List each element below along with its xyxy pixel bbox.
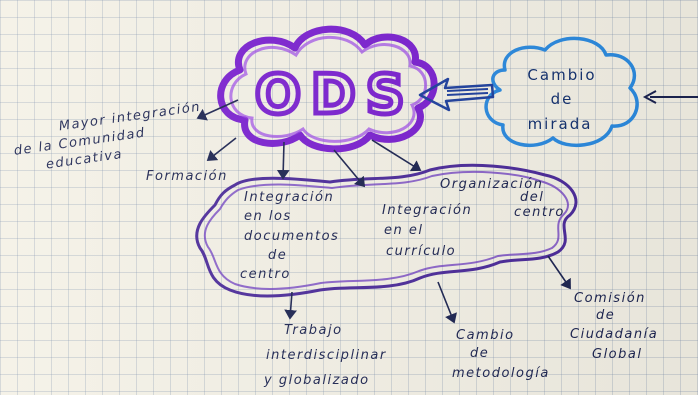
lower-cloud	[195, 163, 578, 298]
svg-text:Integración: Integración	[382, 203, 472, 218]
label-mayor: Mayor integración de la Comunidad educat…	[13, 100, 202, 173]
incoming-arrow-icon	[642, 90, 698, 104]
blue-line-1: Cambio	[527, 66, 596, 84]
svg-text:y globalizado: y globalizado	[263, 373, 370, 388]
svg-text:centro: centro	[514, 205, 565, 220]
svg-text:interdisciplinar: interdisciplinar	[266, 348, 387, 363]
label-integ-docs: Integración en los documentos de centro	[240, 190, 339, 282]
svg-text:Cambio: Cambio	[456, 328, 515, 343]
blue-line-3: mirada	[528, 115, 593, 133]
blue-arrow-icon	[418, 77, 495, 112]
svg-text:metodología: metodología	[452, 366, 550, 381]
ods-arrows	[196, 99, 422, 188]
svg-text:Integración: Integración	[244, 190, 334, 205]
blue-cloud: Cambio de mirada	[484, 36, 639, 148]
arrow-comision-icon	[547, 255, 571, 290]
arrow-docs-icon	[276, 141, 290, 180]
cloud-arrows	[284, 255, 571, 324]
svg-text:Global: Global	[592, 347, 642, 362]
svg-text:de: de	[268, 248, 287, 263]
svg-text:centro: centro	[240, 267, 291, 282]
ods-cloud: ODS	[217, 25, 438, 153]
label-comision: Comisión de Ciudadanía Global	[570, 291, 658, 362]
svg-text:Ciudadanía: Ciudadanía	[570, 327, 658, 342]
svg-text:en el: en el	[384, 223, 423, 238]
blue-line-2: de	[551, 90, 574, 108]
arrow-mayor-icon	[196, 99, 239, 121]
svg-text:Trabajo: Trabajo	[284, 323, 343, 338]
svg-text:de: de	[470, 346, 489, 361]
arrow-trabajo-icon	[284, 291, 297, 320]
arrow-formacion-icon	[206, 137, 237, 161]
arrow-organizacion-icon	[371, 139, 422, 172]
svg-text:documentos: documentos	[244, 229, 339, 244]
svg-text:currículo: currículo	[386, 244, 456, 259]
svg-text:del: del	[520, 190, 544, 205]
arrow-metodologia-icon	[437, 281, 457, 324]
ods-title: ODS	[255, 63, 415, 126]
label-metodologia: Cambio de metodología	[452, 328, 550, 381]
svg-text:en los: en los	[244, 209, 292, 224]
svg-text:de: de	[596, 308, 615, 323]
arrow-curriculo-icon	[333, 149, 366, 188]
label-trabajo: Trabajo interdisciplinar y globalizado	[263, 323, 387, 388]
label-formacion: Formación	[146, 169, 228, 184]
label-organizacion: Organización del centro	[440, 177, 565, 220]
svg-text:Organización: Organización	[440, 177, 543, 192]
svg-text:Comisión: Comisión	[574, 291, 646, 306]
label-integ-curr: Integración en el currículo	[382, 203, 472, 259]
